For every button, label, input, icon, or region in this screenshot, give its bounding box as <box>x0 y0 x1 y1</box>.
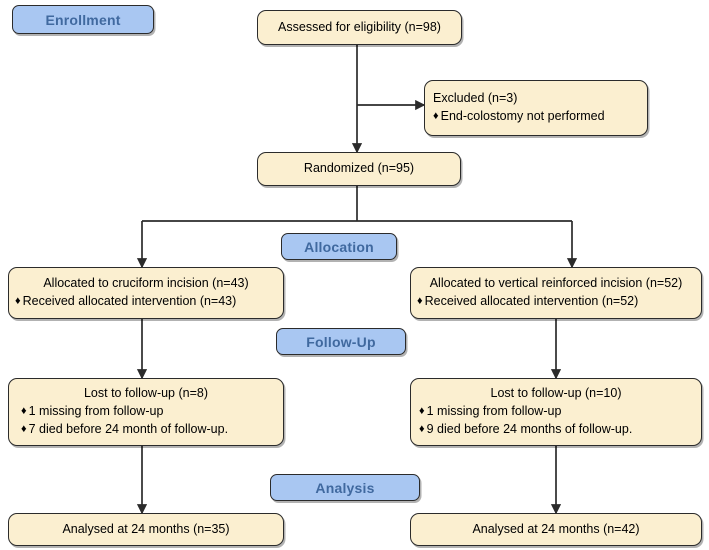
list-item-label: 7 died before 24 month of follow-up. <box>28 421 229 436</box>
node-title: Allocated to vertical reinforced incisio… <box>429 276 683 291</box>
list-item: ♦ 1 missing from follow-up <box>21 403 277 421</box>
diamond-bullet-icon: ♦ <box>21 422 27 435</box>
stage-banner-allocation: Allocation <box>281 233 397 260</box>
node-title: Analysed at 24 months (n=35) <box>62 521 230 536</box>
node-title: Assessed for eligibility (n=98) <box>278 19 441 34</box>
stage-banner-enrollment: Enrollment <box>12 5 154 34</box>
list-item-label: 9 died before 24 months of follow-up. <box>426 421 633 436</box>
list-item: ♦ Received allocated intervention (n=52) <box>417 293 695 311</box>
node-randomized: Randomized (n=95) <box>257 152 461 186</box>
node-bullet-list: ♦ Received allocated intervention (n=43) <box>9 293 283 311</box>
diamond-bullet-icon: ♦ <box>433 110 439 122</box>
node-analysed-vertical: Analysed at 24 months (n=42) <box>410 513 702 546</box>
list-item-label: 1 missing from follow-up <box>426 404 562 419</box>
diamond-bullet-icon: ♦ <box>419 422 425 435</box>
diamond-bullet-icon: ♦ <box>417 295 423 307</box>
list-item: ♦ 7 died before 24 month of follow-up. <box>21 421 277 439</box>
stage-banner-analysis: Analysis <box>270 474 420 501</box>
diamond-bullet-icon: ♦ <box>419 405 425 418</box>
node-title: Randomized (n=95) <box>303 161 415 176</box>
node-analysed-cruciform: Analysed at 24 months (n=35) <box>8 513 284 546</box>
node-title: Allocated to cruciform incision (n=43) <box>43 276 249 291</box>
node-bullet-list: ♦ 1 missing from follow-up ♦ 7 died befo… <box>9 403 283 439</box>
list-item: ♦ 9 died before 24 months of follow-up. <box>419 421 695 439</box>
node-bullet-list: ♦ End-colostomy not performed <box>425 108 647 126</box>
node-bullet-list: ♦ 1 missing from follow-up ♦ 9 died befo… <box>411 403 701 439</box>
stage-label-allocation: Allocation <box>304 238 374 255</box>
node-lost-to-followup-vertical: Lost to follow-up (n=10) ♦ 1 missing fro… <box>410 378 702 446</box>
node-allocation-vertical-reinforced: Allocated to vertical reinforced incisio… <box>410 267 702 319</box>
stage-label-followup: Follow-Up <box>306 333 376 350</box>
node-bullet-list: ♦ Received allocated intervention (n=52) <box>411 293 701 311</box>
node-title: Lost to follow-up (n=8) <box>83 386 209 401</box>
diamond-bullet-icon: ♦ <box>21 405 27 418</box>
list-item-label: 1 missing from follow-up <box>28 404 164 419</box>
node-excluded: Excluded (n=3) ♦ End-colostomy not perfo… <box>424 80 648 136</box>
diamond-bullet-icon: ♦ <box>15 295 21 307</box>
node-lost-to-followup-cruciform: Lost to follow-up (n=8) ♦ 1 missing from… <box>8 378 284 446</box>
node-assessed-for-eligibility: Assessed for eligibility (n=98) <box>257 10 462 45</box>
list-item-label: Received allocated intervention (n=43) <box>22 294 237 308</box>
list-item: ♦ End-colostomy not performed <box>433 108 641 126</box>
stage-banner-followup: Follow-Up <box>276 328 406 355</box>
stage-label-analysis: Analysis <box>315 479 375 496</box>
list-item: ♦ 1 missing from follow-up <box>419 403 695 421</box>
node-title: Analysed at 24 months (n=42) <box>472 521 640 536</box>
list-item-label: End-colostomy not performed <box>440 109 605 123</box>
list-item-label: Received allocated intervention (n=52) <box>424 294 639 308</box>
node-title: Lost to follow-up (n=10) <box>490 386 622 401</box>
node-allocation-cruciform: Allocated to cruciform incision (n=43) ♦… <box>8 267 284 319</box>
node-title: Excluded (n=3) <box>433 91 518 106</box>
stage-label-enrollment: Enrollment <box>45 11 121 28</box>
list-item: ♦ Received allocated intervention (n=43) <box>15 293 277 311</box>
